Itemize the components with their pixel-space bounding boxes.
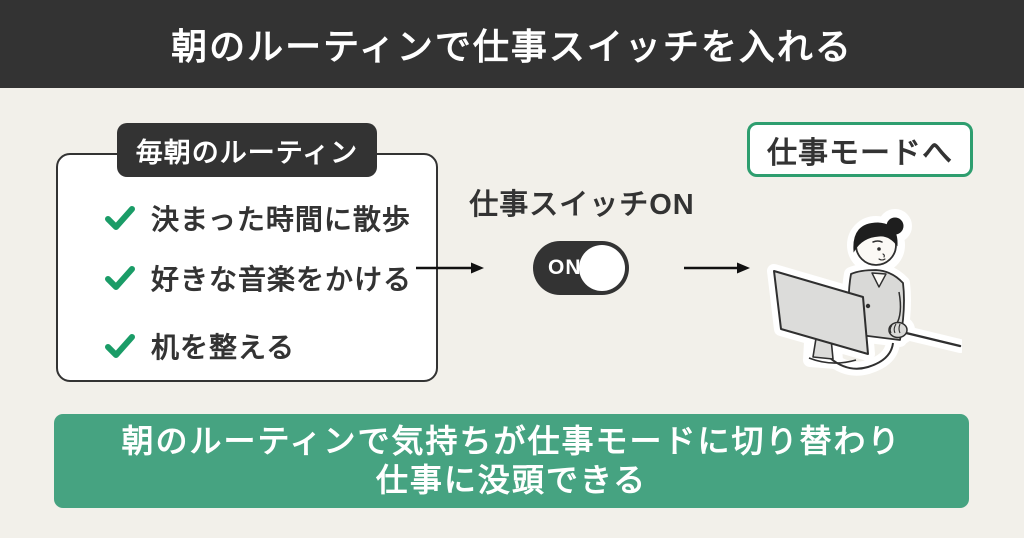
- arrow-right-icon: [416, 262, 484, 274]
- routine-card-badge-label: 毎朝のルーティン: [135, 137, 359, 168]
- work-mode-badge: 仕事モードへ: [747, 122, 973, 177]
- routine-card-badge: 毎朝のルーティン: [117, 123, 377, 177]
- worker-illustration: [752, 190, 967, 385]
- arrow-right-icon: [684, 262, 750, 274]
- checklist-item: 机を整える: [104, 327, 295, 365]
- checklist-item-label: 机を整える: [151, 332, 296, 363]
- summary-line-2: 仕事に没頭できる: [375, 462, 648, 498]
- routine-card: 決まった時間に散歩 好きな音楽をかける 机を整える: [56, 153, 438, 382]
- check-icon: [105, 266, 135, 290]
- work-mode-label: 仕事モードへ: [767, 136, 953, 170]
- header-bar: 朝のルーティンで仕事スイッチを入れる: [0, 0, 1024, 88]
- checklist-item-label: 好きな音楽をかける: [151, 264, 413, 295]
- page-title: 朝のルーティンで仕事スイッチを入れる: [171, 26, 853, 67]
- summary-line-1: 朝のルーティンで気持ちが仕事モードに切り替わり: [121, 423, 902, 459]
- checklist-item: 決まった時間に散歩: [104, 199, 411, 237]
- toggle-knob: [579, 245, 625, 291]
- person-at-computer-icon: [767, 209, 967, 376]
- check-icon: [105, 206, 135, 230]
- toggle-on-label: ON: [548, 256, 582, 279]
- checklist-item: 好きな音楽をかける: [104, 259, 412, 297]
- summary-banner: 朝のルーティンで気持ちが仕事モードに切り替わり 仕事に没頭できる: [54, 414, 969, 508]
- check-icon: [105, 334, 135, 358]
- work-switch-toggle[interactable]: ON: [533, 241, 629, 295]
- checklist-item-label: 決まった時間に散歩: [151, 204, 411, 235]
- switch-label: 仕事スイッチON: [469, 189, 695, 221]
